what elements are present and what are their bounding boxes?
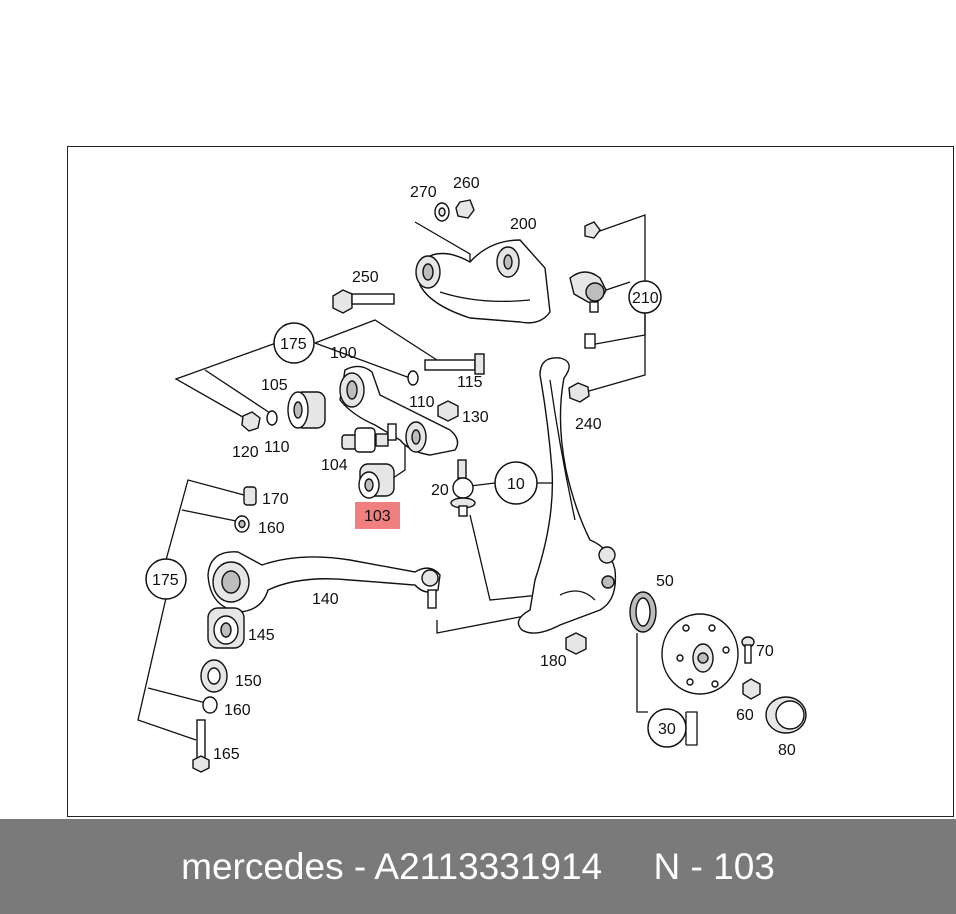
label-130: 130 bbox=[462, 409, 489, 426]
nut-120 bbox=[241, 411, 261, 432]
washer-110-left bbox=[266, 410, 278, 426]
steering-knuckle-10 bbox=[517, 357, 617, 634]
callout-circle-175-top bbox=[273, 322, 315, 364]
label-115: 115 bbox=[457, 374, 483, 391]
bushing-103 bbox=[358, 463, 395, 499]
parts-diagram: 270 260 200 250 210 175 100 105 115 110 … bbox=[137, 175, 807, 773]
footer-part-number: mercedes - A2113331914 N - 103 bbox=[181, 845, 775, 887]
label-80: 80 bbox=[778, 742, 796, 759]
bolt-115 bbox=[424, 353, 485, 375]
part-170 bbox=[243, 486, 257, 506]
callout-circle-210 bbox=[628, 280, 662, 314]
label-165: 165 bbox=[213, 746, 240, 763]
callout-circle-30 bbox=[647, 708, 687, 748]
bushing-145 bbox=[207, 607, 245, 649]
label-50: 50 bbox=[656, 573, 674, 590]
label-105: 105 bbox=[261, 377, 288, 394]
bolt-165 bbox=[192, 719, 210, 773]
label-20: 20 bbox=[431, 482, 449, 499]
bushing-105 bbox=[287, 391, 326, 429]
nut-180 bbox=[565, 632, 587, 655]
label-240: 240 bbox=[575, 416, 602, 433]
lower-arm-100 bbox=[339, 365, 459, 456]
label-175-bottom: 175 bbox=[152, 572, 179, 589]
seal-50 bbox=[629, 591, 657, 633]
label-10: 10 bbox=[507, 476, 525, 493]
label-30: 30 bbox=[658, 721, 676, 738]
label-200: 200 bbox=[510, 216, 537, 233]
callout-circle-175-bottom bbox=[145, 558, 187, 600]
bolt-250 bbox=[332, 289, 395, 314]
label-110-left: 110 bbox=[264, 439, 290, 456]
bolt-70 bbox=[741, 636, 755, 664]
label-110-right: 110 bbox=[409, 394, 435, 411]
label-210: 210 bbox=[632, 290, 659, 307]
label-100: 100 bbox=[330, 345, 357, 362]
label-140: 140 bbox=[312, 591, 339, 608]
nut-260 bbox=[455, 199, 475, 219]
hub-cap-80 bbox=[765, 696, 807, 734]
lower-arm-140 bbox=[207, 551, 441, 613]
highlight-box-103 bbox=[355, 502, 400, 529]
label-120: 120 bbox=[232, 444, 259, 461]
bushing-150 bbox=[200, 659, 228, 693]
label-170: 170 bbox=[262, 491, 289, 508]
upper-control-arm bbox=[415, 239, 551, 324]
footer-bar: mercedes - A2113331914 N - 103 bbox=[0, 819, 956, 914]
diagram-frame bbox=[67, 146, 954, 817]
nut-240 bbox=[568, 382, 590, 403]
callout-circle-10 bbox=[494, 461, 538, 505]
label-175-top: 175 bbox=[280, 336, 307, 353]
label-150: 150 bbox=[235, 673, 262, 690]
leader-lines bbox=[137, 214, 698, 746]
label-270: 270 bbox=[410, 184, 437, 201]
part-labels: 270 260 200 250 210 175 100 105 115 110 … bbox=[152, 175, 796, 763]
label-160-top: 160 bbox=[258, 520, 285, 537]
label-104: 104 bbox=[321, 457, 348, 474]
washer-110-right bbox=[407, 370, 419, 386]
label-250: 250 bbox=[352, 269, 379, 286]
label-60: 60 bbox=[736, 707, 754, 724]
label-70: 70 bbox=[756, 643, 774, 660]
ball-joint-20 bbox=[450, 459, 476, 517]
wheel-hub bbox=[661, 613, 739, 695]
label-160-bottom: 160 bbox=[224, 702, 251, 719]
label-260: 260 bbox=[453, 175, 480, 192]
nut-130 bbox=[437, 400, 459, 422]
label-145: 145 bbox=[248, 627, 275, 644]
ball-joint-210 bbox=[569, 221, 607, 349]
washer-160-bottom bbox=[202, 696, 218, 714]
label-180: 180 bbox=[540, 653, 567, 670]
label-103: 103 bbox=[364, 508, 391, 525]
bushing-104 bbox=[341, 421, 427, 453]
nut-60 bbox=[742, 678, 761, 700]
